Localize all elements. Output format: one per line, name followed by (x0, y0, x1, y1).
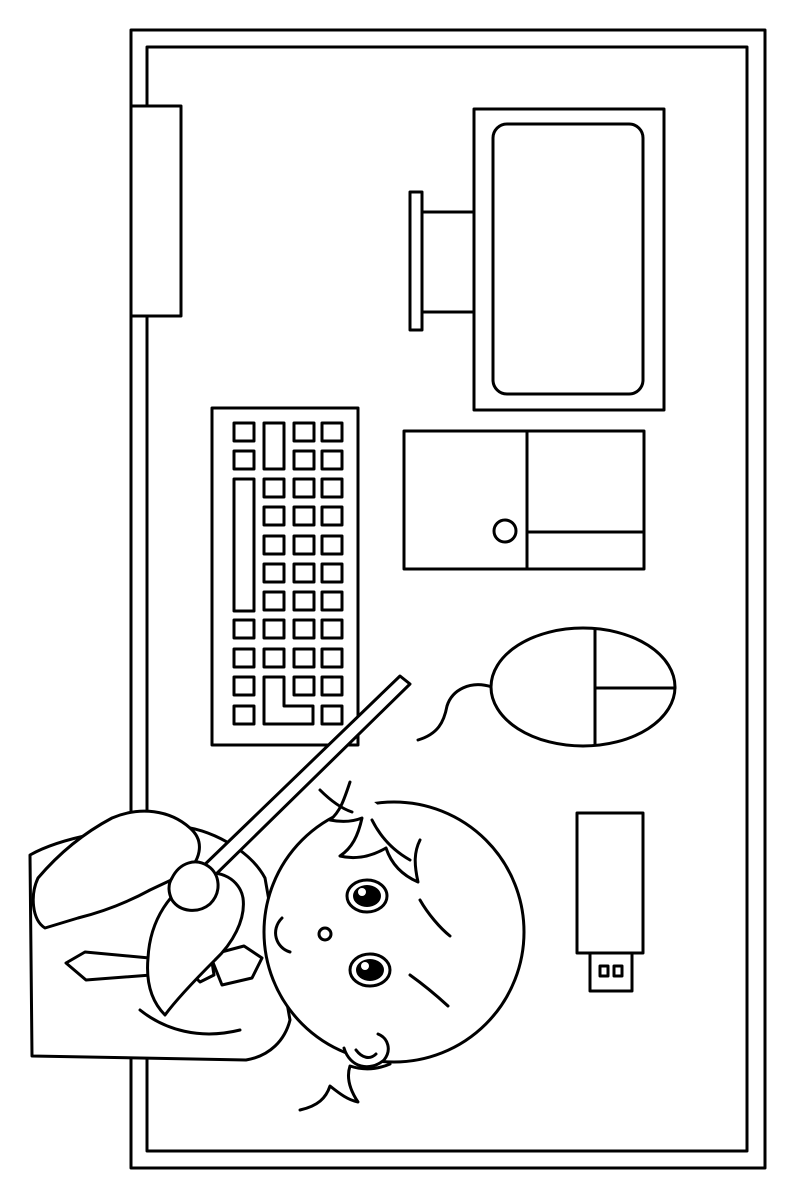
mouse-icon (416, 626, 677, 748)
teacher-boy-icon (28, 674, 526, 1112)
board-ledge-icon (129, 104, 183, 318)
monitor-icon (408, 107, 666, 412)
system-unit-icon (402, 429, 646, 571)
usb-drive-icon (575, 811, 645, 993)
keyboard-icon (210, 406, 360, 747)
board-frame-icon (129, 28, 767, 1170)
